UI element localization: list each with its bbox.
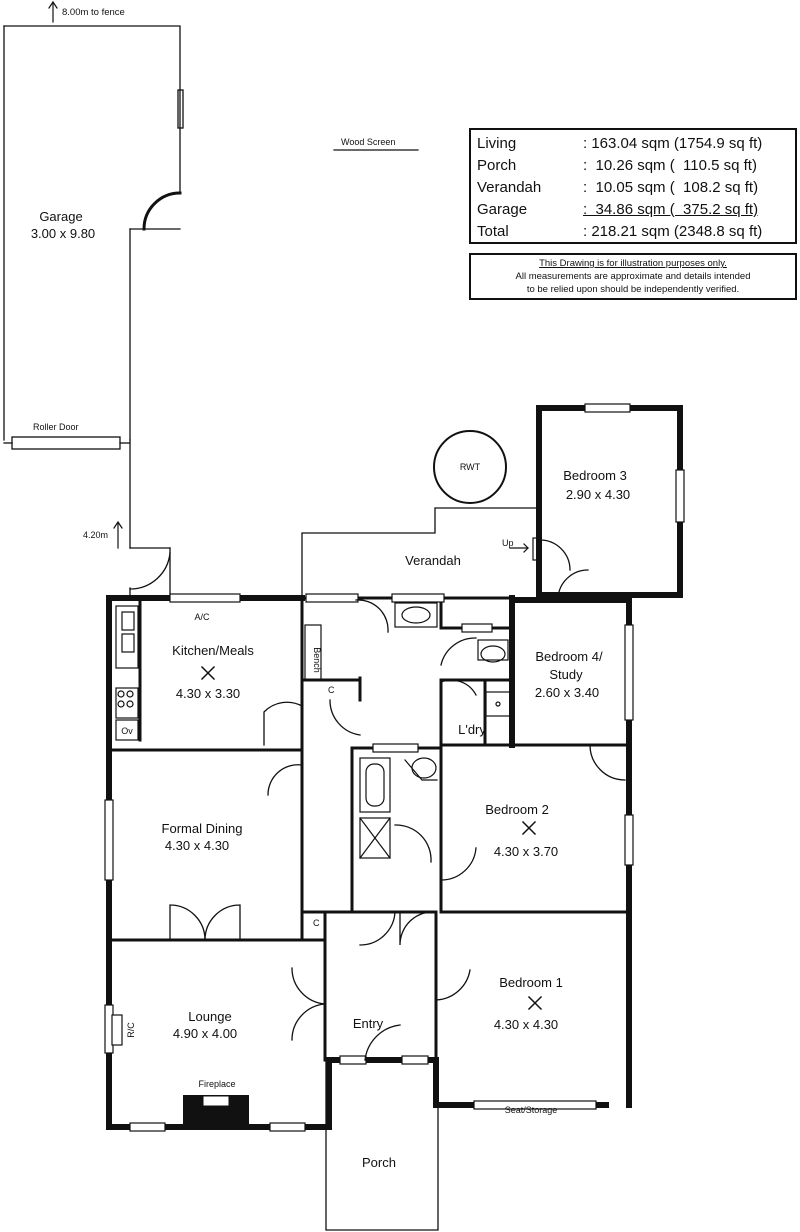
- area-row-value: : 10.05 sqm ( 108.2 sq ft): [583, 179, 759, 196]
- bedroom4-size: 2.60 x 3.40: [535, 685, 599, 700]
- lounge-size: 4.90 x 4.00: [173, 1026, 237, 1041]
- area-row-value: : 34.86 sqm ( 375.2 sq ft): [583, 201, 759, 218]
- disclaimer: This Drawing is for illustration purpose…: [469, 253, 797, 300]
- bedroom4-name-line1: Bedroom 4/: [535, 649, 603, 664]
- bedroom2-size: 4.30 x 3.70: [494, 844, 558, 859]
- porch-outline: [325, 1059, 439, 1231]
- bedroom3-size: 2.90 x 4.30: [566, 487, 630, 502]
- verandah-name: Verandah: [405, 553, 461, 568]
- bedroom1-size: 4.30 x 4.30: [494, 1017, 558, 1032]
- rainwater-tank: [433, 430, 507, 504]
- side-dimension: 4.20m: [83, 530, 108, 540]
- roller-door-label: Roller Door: [33, 422, 79, 432]
- ac-label: A/C: [194, 612, 210, 622]
- fence-dimension: 8.00m to fence: [62, 7, 125, 18]
- laundry-name: L'dry: [458, 722, 486, 737]
- bedroom3-name: Bedroom 3: [563, 468, 627, 483]
- area-row-garage: Garage : 34.86 sqm ( 375.2 sq ft): [477, 199, 787, 221]
- area-row-label: Verandah: [477, 179, 542, 196]
- verandah-outline: [301, 507, 541, 599]
- area-row-value: : 163.04 sqm (1754.9 sq ft): [583, 135, 763, 152]
- bedroom2-name: Bedroom 2: [485, 802, 549, 817]
- area-row-label: Garage: [477, 201, 528, 218]
- ceiling-fans: [200, 665, 543, 1011]
- garage-size: 3.00 x 9.80: [31, 226, 95, 241]
- roller-door: [11, 436, 121, 450]
- bedroom1-name: Bedroom 1: [499, 975, 563, 990]
- lounge-name: Lounge: [188, 1009, 231, 1024]
- area-row-label: Living: [477, 135, 517, 152]
- side-gate-door: [129, 552, 171, 590]
- area-row-verandah: Verandah : 10.05 sqm ( 108.2 sq ft): [477, 177, 787, 199]
- rc-label: R/C: [126, 1022, 136, 1038]
- rc-unit: [111, 1014, 123, 1046]
- area-row-label: Porch: [477, 157, 517, 174]
- oven-label: Ov: [121, 726, 133, 736]
- plan-labels: 8.00m to fence Wood Screen Garage 3.00 x…: [31, 7, 630, 1170]
- bedroom4-name-line2: Study: [549, 667, 583, 682]
- up-label: Up: [502, 538, 514, 548]
- fireplace-label: Fireplace: [198, 1079, 235, 1089]
- windows: [104, 403, 685, 1132]
- seat-storage-label: Seat/Storage: [505, 1105, 558, 1115]
- area-row-living: Living : 163.04 sqm (1754.9 sq ft): [477, 133, 787, 155]
- interior-walls: [107, 596, 631, 1062]
- porch-name: Porch: [362, 1155, 396, 1170]
- area-row-value: : 10.26 sqm ( 110.5 sq ft): [583, 157, 757, 174]
- disclaimer-line-3: to be relied upon should be independentl…: [526, 284, 740, 295]
- bench-label: Bench: [312, 647, 322, 673]
- area-row-porch: Porch : 10.26 sqm ( 110.5 sq ft): [477, 155, 787, 177]
- garage-side-window: [177, 89, 184, 129]
- entry-name: Entry: [353, 1016, 384, 1031]
- cupboard-label-2: C: [313, 918, 320, 928]
- dimension-arrows: [48, 0, 123, 549]
- area-row-value: : 218.21 sqm (2348.8 sq ft): [583, 223, 763, 240]
- dining-name: Formal Dining: [162, 821, 243, 836]
- door-swings: [169, 539, 626, 1061]
- kitchen-name: Kitchen/Meals: [172, 643, 254, 658]
- area-schedule: Living : 163.04 sqm (1754.9 sq ft) Porch…: [469, 128, 797, 244]
- area-row-label: Total: [477, 223, 509, 240]
- garage-walls: [3, 25, 181, 599]
- garage-side-door: [142, 191, 182, 231]
- cupboard-label-1: C: [328, 685, 335, 695]
- wood-screen-label: Wood Screen: [341, 137, 395, 147]
- disclaimer-line-1: This Drawing is for illustration purpose…: [539, 258, 727, 269]
- area-row-total: Total : 218.21 sqm (2348.8 sq ft): [477, 221, 787, 243]
- disclaimer-line-2: All measurements are approximate and det…: [515, 271, 751, 282]
- kitchen-size: 4.30 x 3.30: [176, 686, 240, 701]
- garage-name: Garage: [39, 209, 82, 224]
- dining-size: 4.30 x 4.30: [165, 838, 229, 853]
- fixtures: [115, 537, 542, 859]
- rwt-label: RWT: [460, 462, 481, 472]
